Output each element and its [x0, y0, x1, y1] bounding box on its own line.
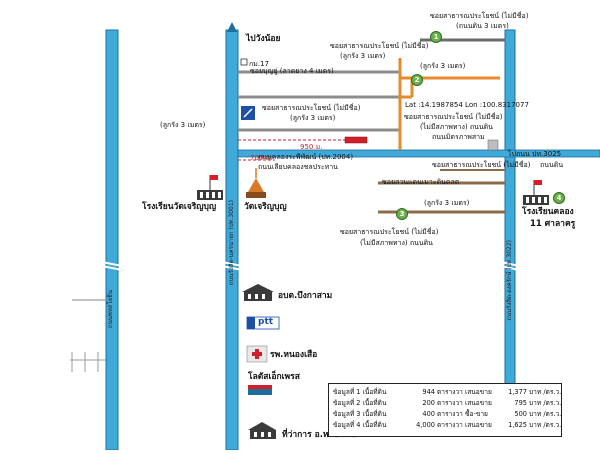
- label-sao: อบต.บึงกาสาม: [278, 291, 333, 301]
- label-canal-road: ถนนคลองระพีพัฒน์ (ปท.2004): [258, 153, 354, 161]
- label-soi-public-mid: ซอยสาธารณประโยชน์ (ไม่มีชื่อ): [404, 113, 503, 121]
- ptt-logo-icon: [246, 316, 280, 330]
- km-post-icon: [240, 58, 248, 66]
- lotus-logo-icon: [248, 385, 272, 395]
- label-soi-public-1-sub: (ลูกรัง 3 เมตร): [290, 114, 336, 122]
- label-soi-public-bottom: ซอยสาธารณประโยชน์ (ไม่มีชื่อ): [340, 228, 439, 236]
- main-road-left: [105, 29, 119, 451]
- label-school-left: โรงเรียนวัดเจริญบุญ: [142, 202, 217, 212]
- road-break-marks: [101, 261, 520, 271]
- label-school-right-sub: 11 ศาลาครู: [530, 219, 576, 229]
- label-soi-public-right: ซอยสาธารณประโยชน์ (ไม่มีชื่อ): [432, 161, 531, 169]
- label-soi-suan: ซอยสวนแดนเมาะดินดลต: [382, 178, 460, 186]
- school-right-icon: [523, 180, 549, 205]
- label-school-right: โรงเรียนคลอง: [522, 207, 574, 217]
- label-dirt-road-right: ถนนดิน: [540, 161, 564, 169]
- label-to-nong-suea: ไปถนน ปท.3025: [508, 150, 562, 158]
- label-soi-public-2-sub: (ลูกรัง 3 เมตร): [340, 52, 386, 60]
- hospital-icon: [246, 345, 268, 363]
- label-no-condition: (ไม่มีสภาพทาง) ถนนดิน: [420, 123, 493, 131]
- canal-road: [237, 149, 600, 158]
- north-arrow-icon: [227, 22, 237, 32]
- plot-marker-4: 4: [553, 192, 565, 204]
- subject-plot-marker: [344, 136, 368, 144]
- label-district-office: ที่ว่าการ อ.หนองเสือ: [282, 430, 357, 440]
- label-top-right-road: ซอยสาธารณประโยชน์ (ไม่มีชื่อ): [430, 12, 529, 20]
- label-soi-boonyoo: ซอยบุญยู่ (ลาดยาง 4 เมตร): [250, 67, 334, 75]
- temple-icon: [246, 168, 266, 198]
- label-bus-road: ถนนเลียบคลองชลประทาน: [258, 163, 338, 171]
- label-ptt: ptt: [258, 317, 274, 327]
- label-main-road-center: ถนนรังสิต-นครนายก (ปท.3001): [228, 200, 235, 286]
- label-laterite-left: (ลูกรัง 3 เมตร): [160, 121, 206, 129]
- sao-building-icon: [242, 284, 274, 301]
- label-laterite-lower: (ลูกรัง 3 เมตร): [424, 199, 470, 207]
- plot-marker-1: 1: [430, 31, 442, 43]
- label-top-right-road-sub: (ถนนดิน 3 เมตร): [456, 22, 509, 30]
- bridge-marks: [70, 352, 106, 372]
- label-landmark-road: ถนนมิตรภาพสาม: [432, 133, 485, 141]
- school-left-icon: [197, 175, 223, 200]
- label-to-wang-noi: ไปวังน้อย: [246, 34, 281, 44]
- label-coords: Lat :14.1987854 Lon :100.8317077: [405, 101, 529, 109]
- label-wat: วัดเจริญบุญ: [244, 202, 287, 212]
- label-hospital: รพ.หนองเสือ: [270, 350, 318, 360]
- label-lotus: โลตัสเอ็กเพรส: [248, 372, 300, 382]
- label-soi-public-bottom-sub: (ไม่มีสภาพทาง) ถนนดิน: [360, 239, 433, 247]
- landmark-box-icon: [487, 139, 499, 151]
- label-950m: 950 ม.: [300, 143, 323, 151]
- label-700m: 700 ม.: [250, 154, 273, 162]
- label-soi-public-2: ซอยสาธารณประโยชน์ (ไม่มีชื่อ): [330, 42, 429, 50]
- label-km17: กม.17: [249, 60, 269, 68]
- label-soi-public-1: ซอยสาธารณประโยชน์ (ไม่มีชื่อ): [262, 104, 361, 112]
- plot-marker-2: 2: [411, 74, 423, 86]
- blue-sign-icon: [241, 106, 255, 120]
- plot-marker-3: 3: [396, 208, 408, 220]
- district-office-icon: [248, 422, 276, 439]
- label-main-road-right: ถนนรังสิต-องครักษ์ (ปท.3022): [506, 240, 513, 321]
- main-road-right: [504, 29, 516, 391]
- label-main-road-left: ถนนพหลโยธิน: [107, 290, 114, 328]
- label-laterite-upper-right: (ลูกรัง 3 เมตร): [420, 62, 466, 70]
